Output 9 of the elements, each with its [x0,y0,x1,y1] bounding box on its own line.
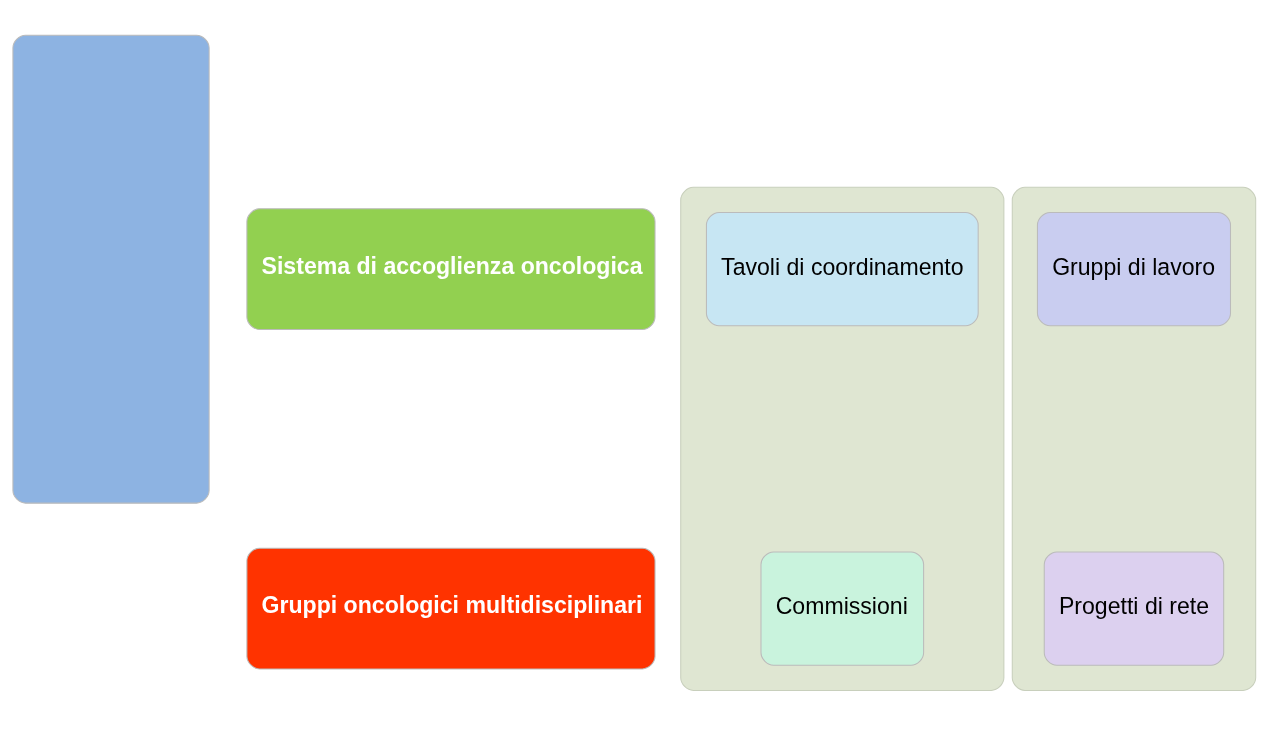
node-box: Progetti di rete [1043,550,1225,666]
node-box: Tavoli di coordinamento [705,211,979,326]
node-box [12,34,210,504]
cluster [680,186,1005,691]
node-box: Gruppi oncologici multidisciplinari [246,547,656,669]
node-box: Sistema di accoglienza oncologica [246,207,656,330]
node-box: Gruppi di lavoro [1036,211,1232,326]
cluster [1011,186,1257,691]
node-box: Commissioni [760,550,925,666]
